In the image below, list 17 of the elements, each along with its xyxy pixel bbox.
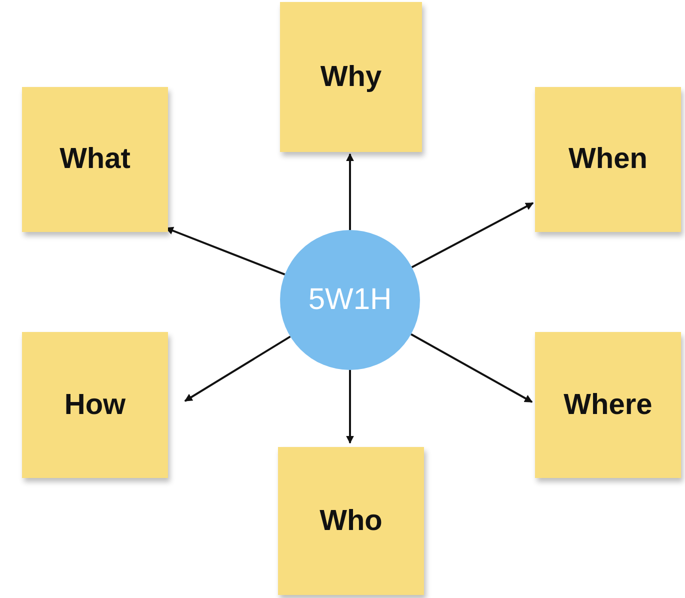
topic-label: 5W1H <box>308 283 392 317</box>
arrow <box>184 336 291 402</box>
question-label: When <box>568 143 648 176</box>
sticky-note <box>278 447 424 595</box>
question-label: What <box>60 143 130 176</box>
question-label: How <box>64 388 126 422</box>
sticky-note <box>535 332 681 478</box>
question-label: Why <box>320 60 382 94</box>
sticky-note <box>22 87 168 232</box>
sticky-note <box>535 87 681 232</box>
sticky-note <box>280 2 422 152</box>
arrow <box>346 153 354 230</box>
sticky-note <box>22 332 168 478</box>
question-label: Where <box>564 388 652 422</box>
question-label: Who <box>320 504 382 538</box>
arrow <box>411 202 534 268</box>
arrow <box>346 370 354 444</box>
